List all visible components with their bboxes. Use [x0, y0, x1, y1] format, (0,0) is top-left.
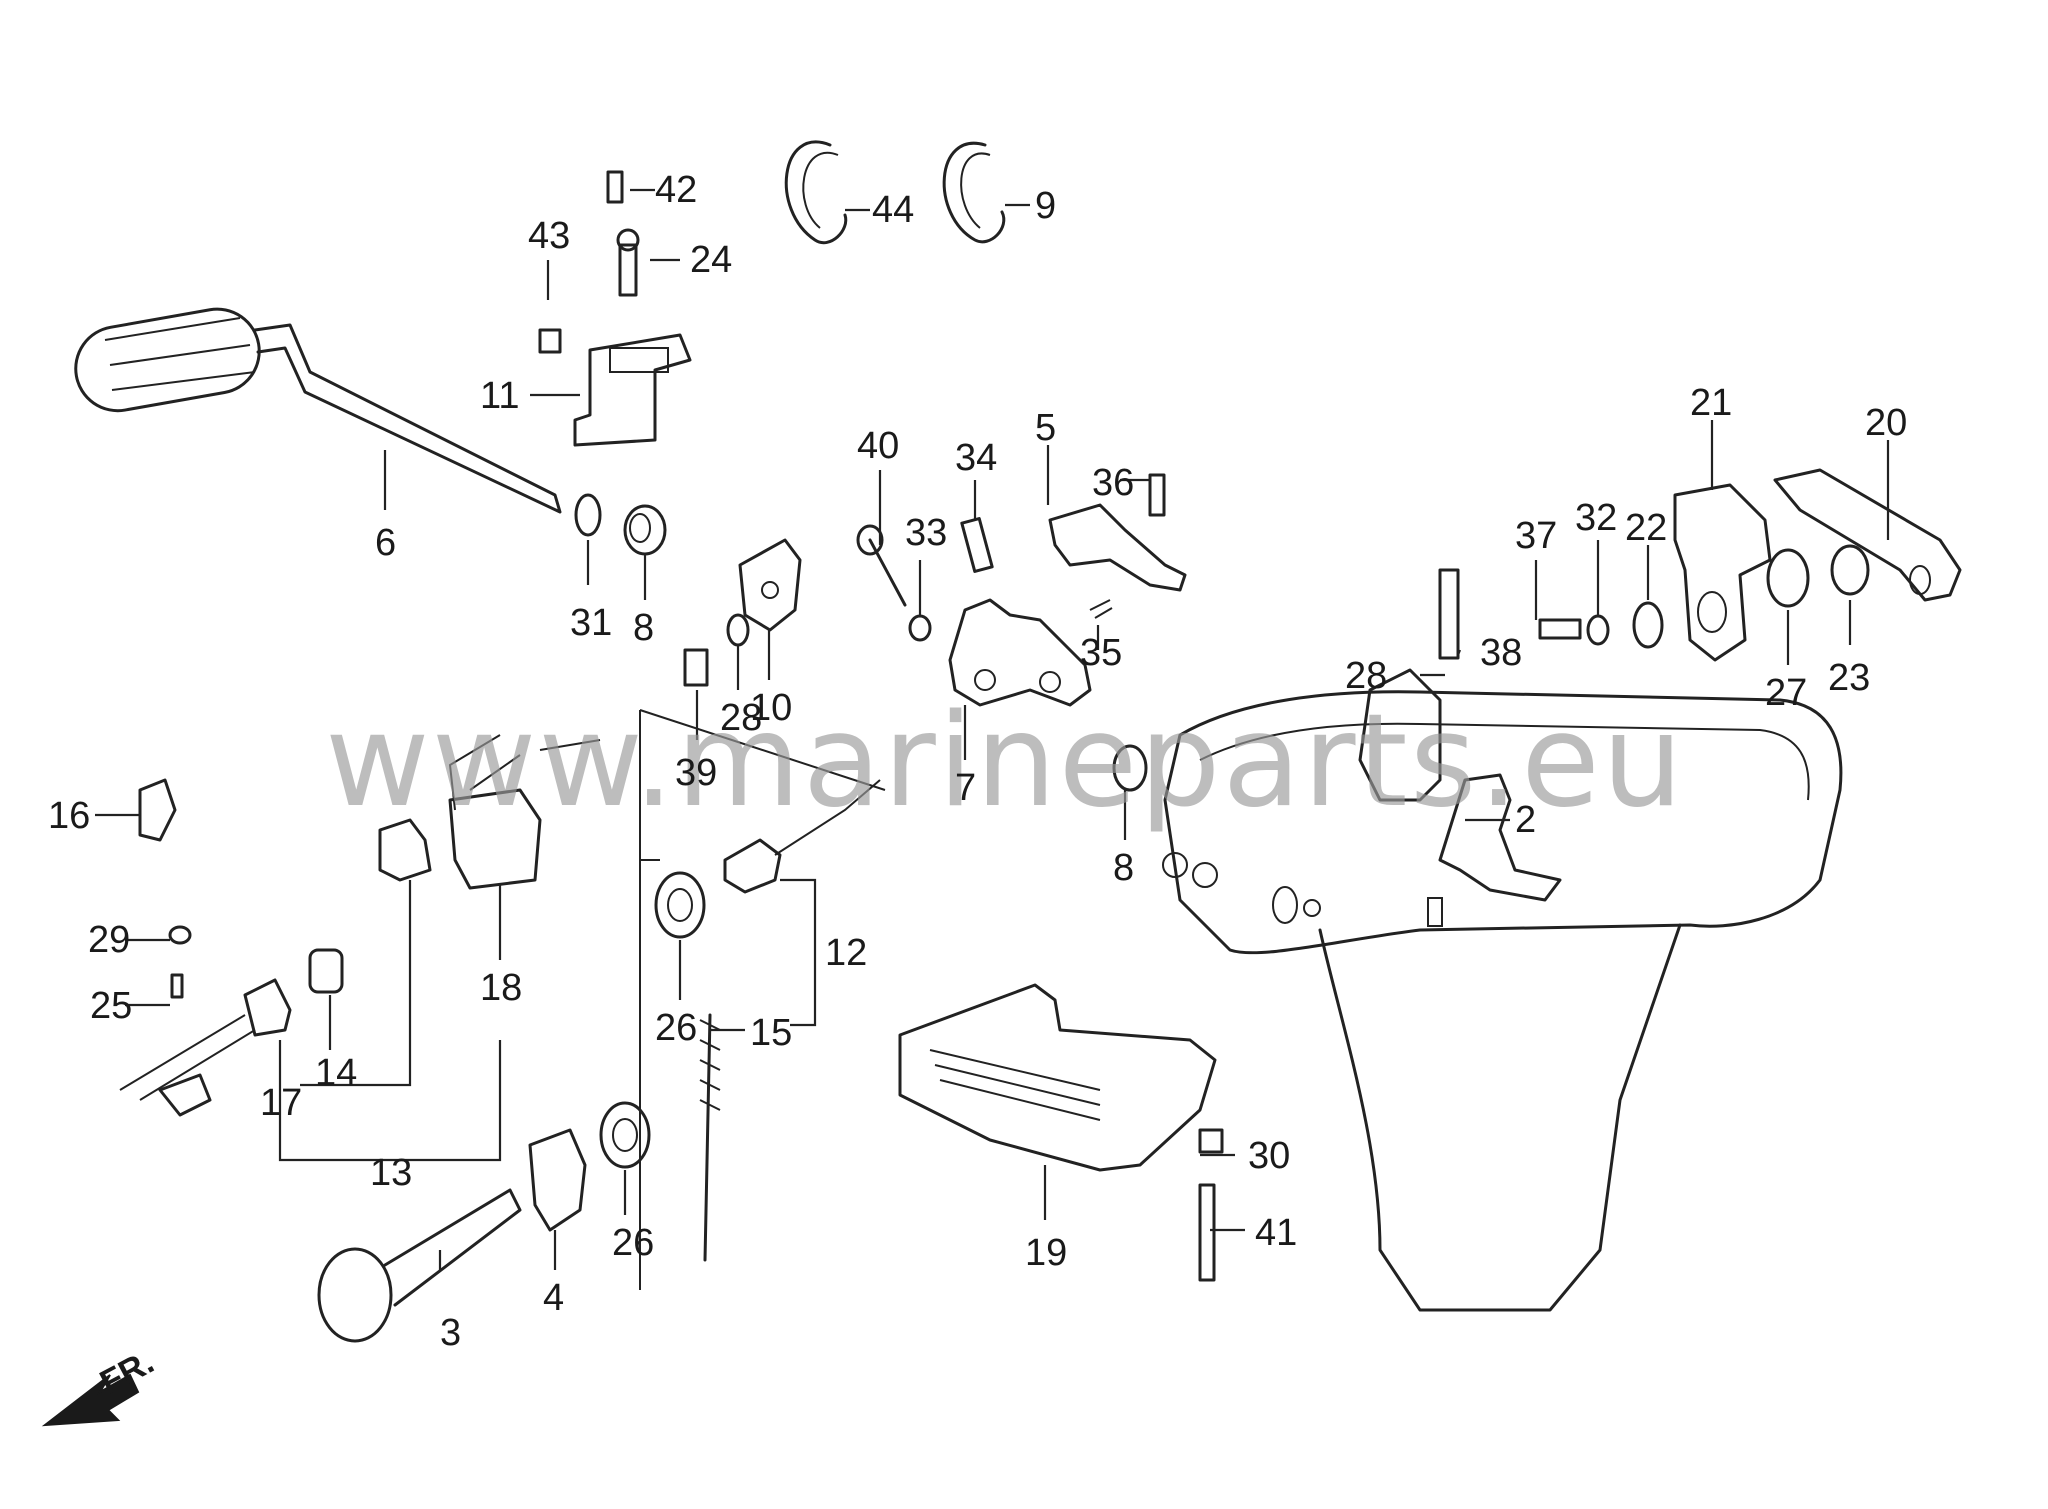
callout-28a: 28 — [720, 697, 762, 739]
callout-24: 24 — [690, 239, 732, 281]
callout-22: 22 — [1625, 507, 1667, 549]
callout-43: 43 — [528, 215, 570, 257]
tiller-handle-part — [74, 307, 562, 514]
washer-bushing-parts — [574, 493, 667, 556]
callout-26b: 26 — [612, 1222, 654, 1264]
callout-8a: 8 — [633, 607, 654, 649]
lever-plate-part — [683, 538, 802, 687]
carry-handle-part — [898, 983, 1224, 1282]
throttle-arm-part — [1048, 473, 1187, 592]
callout-18: 18 — [480, 967, 522, 1009]
callout-30: 30 — [1248, 1135, 1290, 1177]
callout-10: 10 — [750, 687, 792, 729]
callout-38: 38 — [1480, 632, 1522, 674]
stop-switch-parts — [599, 709, 886, 1290]
leader-lines — [95, 188, 1890, 1270]
callout-11: 11 — [480, 375, 519, 417]
callout-13: 13 — [370, 1152, 412, 1194]
callout-23: 23 — [1828, 657, 1870, 699]
bolt-nut-parts — [1438, 568, 1664, 660]
callout-labels: 2 3 4 5 6 7 8 8 9 10 11 12 13 14 15 16 1… — [48, 169, 1907, 1354]
callout-16: 16 — [48, 795, 90, 837]
callout-19: 19 — [1025, 1232, 1067, 1274]
callout-31: 31 — [570, 602, 612, 644]
ring-parts — [784, 140, 1006, 244]
callout-9: 9 — [1035, 185, 1056, 227]
callout-44: 44 — [872, 189, 914, 231]
callout-33: 33 — [905, 512, 947, 554]
callout-29: 29 — [88, 919, 130, 961]
switch-assembly-parts — [119, 734, 601, 1117]
callout-21: 21 — [1690, 382, 1732, 424]
callout-17: 17 — [260, 1082, 302, 1124]
shift-arm-part — [948, 598, 1113, 707]
throttle-friction-part — [1358, 668, 1562, 902]
callout-42: 42 — [655, 169, 697, 211]
callout-41: 41 — [1255, 1212, 1297, 1254]
callout-8b: 8 — [1113, 847, 1134, 889]
callout-25: 25 — [90, 985, 132, 1027]
callout-14: 14 — [315, 1052, 357, 1094]
bracket-part — [538, 170, 692, 447]
stopper-lever-parts — [1673, 468, 1962, 662]
callout-32: 32 — [1575, 497, 1617, 539]
choke-knob-part — [317, 1128, 587, 1343]
callout-28b: 28 — [1345, 655, 1387, 697]
pin-parts — [856, 517, 994, 642]
callout-20: 20 — [1865, 402, 1907, 444]
lower-case-part — [1162, 690, 1843, 1312]
front-direction-indicator: FR. — [41, 1343, 160, 1427]
callout-6: 6 — [375, 522, 396, 564]
callout-3: 3 — [440, 1312, 461, 1354]
callout-35: 35 — [1080, 632, 1122, 674]
callout-40: 40 — [857, 425, 899, 467]
callout-15: 15 — [750, 1012, 792, 1054]
callout-12: 12 — [825, 932, 867, 974]
callout-37: 37 — [1515, 515, 1557, 557]
callout-7: 7 — [955, 767, 976, 809]
callout-27: 27 — [1765, 672, 1807, 714]
callout-2: 2 — [1515, 799, 1536, 841]
callout-36: 36 — [1092, 462, 1134, 504]
watermark-text: www.marineparts.eu — [325, 687, 1685, 836]
callout-26a: 26 — [655, 1007, 697, 1049]
callout-4: 4 — [543, 1277, 564, 1319]
callout-39: 39 — [675, 752, 717, 794]
front-arrow-icon — [41, 1373, 140, 1427]
bushing-part — [1112, 744, 1148, 792]
callout-5: 5 — [1035, 407, 1056, 449]
callout-34: 34 — [955, 437, 997, 479]
